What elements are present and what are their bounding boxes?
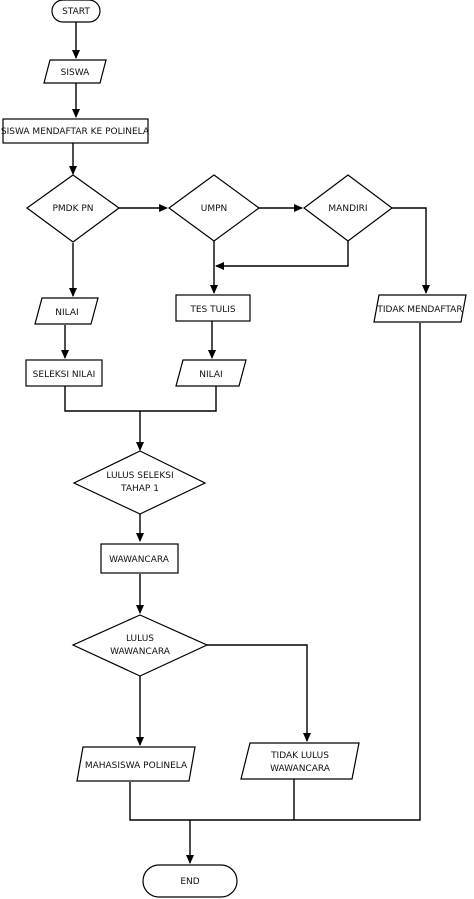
tes-tulis-label: TES TULIS xyxy=(189,305,236,315)
lulus-wawancara-label-1: LULUS xyxy=(126,634,154,644)
nilai-left-io xyxy=(34,297,99,325)
start-terminal xyxy=(51,0,101,23)
pmdk-decision xyxy=(25,174,121,243)
start-label: START xyxy=(62,7,90,17)
shapes xyxy=(2,0,467,898)
nilai-left-label: NILAI xyxy=(55,308,78,318)
nilai-right-io xyxy=(175,359,247,387)
tidak-lulus-label-2: WAWANCARA xyxy=(270,764,331,774)
pmdk-label: PMDK PN xyxy=(52,204,93,214)
arrow-lulus-tidaklulus xyxy=(207,644,311,742)
siswa-io xyxy=(43,59,107,84)
mandiri-decision xyxy=(303,174,393,242)
mandiri-label: MANDIRI xyxy=(328,204,367,214)
lulus-seleksi-label-2: TAHAP 1 xyxy=(120,484,159,494)
lulus-wawancara-decision xyxy=(71,614,209,677)
umpn-decision xyxy=(167,174,261,242)
tidak-mendaftar-io xyxy=(373,294,467,323)
wawancara-process xyxy=(100,543,179,574)
lulus-seleksi-label-1: LULUS SELEKSI xyxy=(106,471,173,481)
connectors xyxy=(61,22,430,864)
mahasiswa-label: MAHASISWA POLINELA xyxy=(85,761,188,771)
daftar-process xyxy=(2,118,149,144)
arrow-mandiri-merge xyxy=(215,241,349,270)
lulus-seleksi-decision xyxy=(72,450,207,515)
arrow-mandiri-tidak xyxy=(392,207,430,294)
tes-tulis-process xyxy=(175,294,251,322)
line-merge-nilai xyxy=(64,386,217,412)
tidak-lulus-label-1: TIDAK LULUS xyxy=(270,751,329,761)
mahasiswa-io xyxy=(76,746,196,782)
siswa-label: SISWA xyxy=(61,68,90,78)
tidak-mendaftar-label: TIDAK MENDAFTAR xyxy=(376,305,462,315)
seleksi-nilai-label: SELEKSI NILAI xyxy=(33,370,96,380)
daftar-label: SISWA MENDAFTAR KE POLINELA xyxy=(1,127,150,137)
seleksi-nilai-process xyxy=(25,359,103,387)
lulus-wawancara-label-2: WAWANCARA xyxy=(110,647,171,657)
umpn-label: UMPN xyxy=(201,204,228,214)
labels: START SISWA SISWA MENDAFTAR KE POLINELA … xyxy=(1,7,463,887)
tidak-lulus-io xyxy=(240,742,360,780)
end-terminal xyxy=(142,864,238,898)
nilai-right-label: NILAI xyxy=(199,370,222,380)
wawancara-label: WAWANCARA xyxy=(109,555,170,565)
line-end-merge xyxy=(129,323,421,821)
end-label: END xyxy=(180,877,199,887)
